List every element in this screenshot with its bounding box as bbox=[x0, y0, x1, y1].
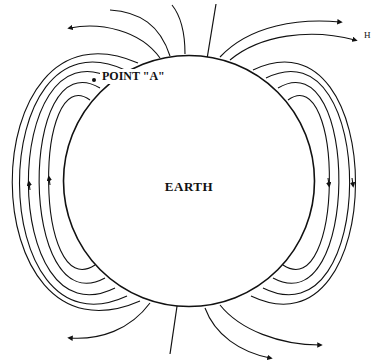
node-label: EARTH bbox=[165, 179, 213, 195]
earth-circle: EARTH bbox=[62, 54, 316, 308]
field-label: H bbox=[362, 30, 373, 40]
point-label: POINT "A" bbox=[100, 69, 167, 84]
